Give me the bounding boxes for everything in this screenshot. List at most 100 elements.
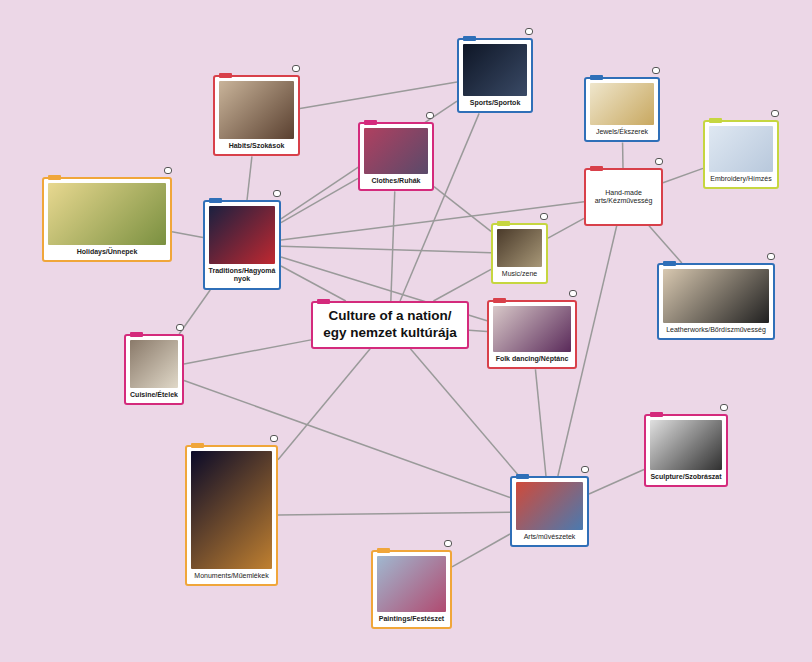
connector-line [281, 101, 457, 219]
photo [493, 306, 571, 352]
photo [663, 269, 769, 323]
topic-label: Embroidery/Hímzés [705, 172, 777, 187]
connector-line [172, 232, 203, 238]
card-tab [48, 175, 61, 180]
topic-label: Holidays/Ünnepek [44, 245, 170, 260]
topic-card: Clothes/Ruhák [358, 122, 434, 191]
card-tab [317, 299, 330, 304]
card-tab [590, 75, 603, 80]
photo [219, 81, 294, 139]
connector-line [433, 269, 491, 301]
topic-card: Sculpture/Szobrászat [644, 414, 728, 487]
connector-line [300, 82, 457, 108]
topic-label: Jewels/Ékszerek [586, 125, 658, 140]
photo [377, 556, 446, 612]
topic-card: Hand-made arts/Kézművesség [584, 168, 663, 226]
topic-label: Paintings/Festészet [373, 612, 450, 627]
central-topic-box: Culture of a nation/ egy nemzet kultúráj… [311, 301, 469, 349]
topic-label: Music/zene [493, 267, 546, 282]
card-tab [219, 73, 232, 78]
comment-icon [581, 466, 589, 473]
card-tab [191, 443, 204, 448]
photo [364, 128, 428, 174]
topic-card: Traditions/Hagyományok [203, 200, 281, 290]
topic-card: Paintings/Festészet [371, 550, 452, 629]
central-topic: Culture of a nation/ egy nemzet kultúráj… [313, 303, 467, 347]
connector-line [663, 168, 703, 182]
photo [463, 44, 527, 96]
connector-line [548, 218, 584, 238]
comment-icon [270, 435, 278, 442]
card-tab [209, 198, 222, 203]
comment-icon [655, 158, 663, 165]
topic-label: Sports/Sportok [459, 96, 531, 111]
connector-line [184, 340, 311, 364]
photo [209, 206, 275, 264]
card-tab [497, 221, 510, 226]
comment-icon [176, 324, 184, 331]
connector-line [622, 142, 624, 168]
card-tab [463, 36, 476, 41]
photo [590, 83, 654, 125]
card-tab [130, 332, 143, 337]
connector-line [589, 469, 644, 494]
comment-icon [540, 213, 548, 220]
card-tab [709, 118, 722, 123]
photo [191, 451, 272, 569]
topic-label: Arts/művészetek [512, 530, 587, 545]
connector-line [281, 178, 358, 222]
topic-label: Habits/Szokások [215, 139, 298, 154]
card-tab [377, 548, 390, 553]
photo [650, 420, 722, 470]
topic-label: Sculpture/Szobrászat [646, 470, 726, 485]
card-tab [364, 120, 377, 125]
topic-card: Embroidery/Hímzés [703, 120, 779, 189]
topic-label: Cuisine/Ételek [126, 388, 182, 403]
card-tab [493, 298, 506, 303]
card-tab [590, 166, 603, 171]
topic-label: Hand-made arts/Kézművesség [586, 186, 661, 210]
topic-card: Sports/Sportok [457, 38, 533, 113]
comment-icon [164, 167, 172, 174]
topic-label: Monuments/Műemlékek [187, 569, 276, 584]
topic-label: Leatherworks/Bőrdíszművesség [659, 323, 773, 338]
topic-card: Habits/Szokások [213, 75, 300, 156]
card-tab [516, 474, 529, 479]
photo [48, 183, 166, 245]
comment-icon [525, 28, 533, 35]
comment-icon [426, 112, 434, 119]
connector-line [391, 191, 395, 301]
connector-line [535, 369, 546, 476]
topic-card: Folk dancing/Néptánc [487, 300, 577, 369]
comment-icon [767, 253, 775, 260]
card-tab [650, 412, 663, 417]
topic-card: Music/zene [491, 223, 548, 284]
connector-line [281, 246, 491, 253]
photo [516, 482, 583, 530]
topic-card: Leatherworks/Bőrdíszművesség [657, 263, 775, 340]
photo [709, 126, 773, 172]
card-tab [663, 261, 676, 266]
connector-line [247, 156, 252, 200]
topic-card: Cuisine/Ételek [124, 334, 184, 405]
comment-icon [569, 290, 577, 297]
comment-icon [652, 67, 660, 74]
connector-line [434, 187, 491, 232]
topic-label: Clothes/Ruhák [360, 174, 432, 189]
topic-card: Jewels/Ékszerek [584, 77, 660, 142]
connector-line [452, 534, 510, 567]
connector-line [649, 226, 682, 263]
comment-icon [292, 65, 300, 72]
topic-card: Monuments/Műemlékek [185, 445, 278, 586]
connector-line [281, 266, 346, 301]
topic-label: Folk dancing/Néptánc [489, 352, 575, 367]
comment-icon [720, 404, 728, 411]
comment-icon [273, 190, 281, 197]
topic-label: Traditions/Hagyományok [205, 264, 279, 288]
connector-line [469, 330, 487, 331]
photo [130, 340, 178, 388]
comment-icon [771, 110, 779, 117]
photo [497, 229, 542, 267]
connector-line [278, 512, 510, 515]
topic-card: Holidays/Ünnepek [42, 177, 172, 262]
